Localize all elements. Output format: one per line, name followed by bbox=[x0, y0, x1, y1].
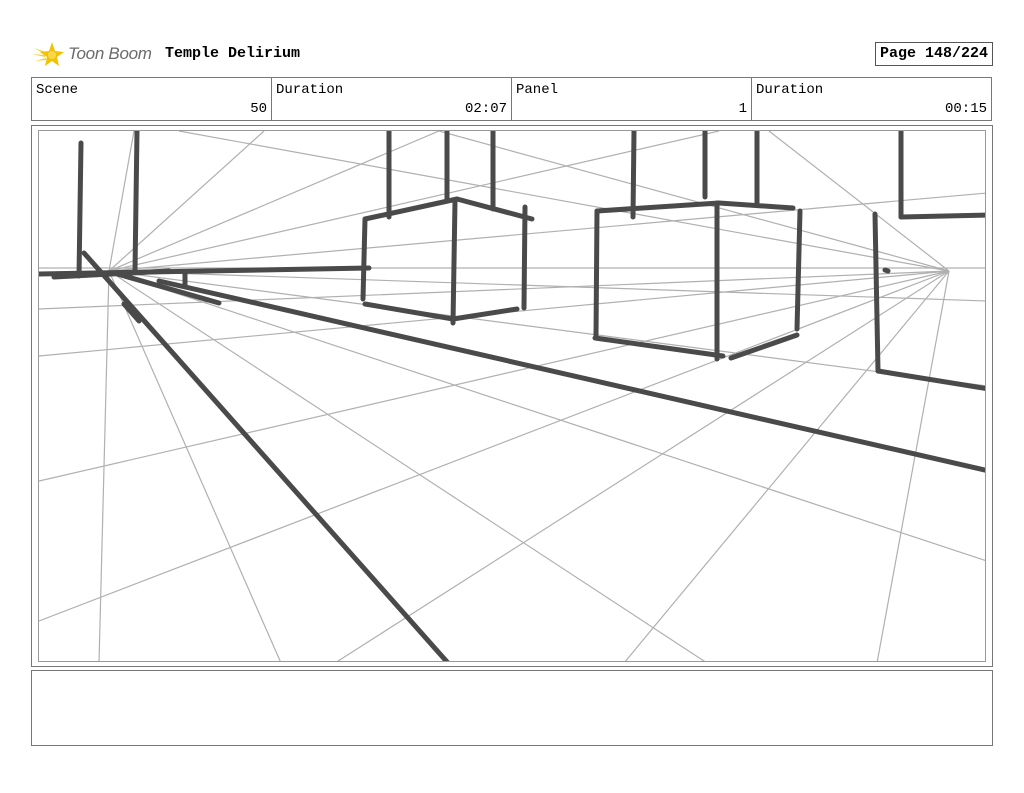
notes-box bbox=[31, 670, 993, 746]
perspective-guide-lines bbox=[39, 131, 985, 661]
scene-duration-value: 02:07 bbox=[464, 101, 507, 117]
scene-value: 50 bbox=[250, 101, 267, 117]
ink-strokes bbox=[39, 131, 985, 661]
toon-boom-logo: Toon Boom bbox=[32, 38, 152, 70]
panel-info-row: Scene 50 Duration 02:07 Panel 1 Duration… bbox=[31, 77, 992, 121]
panel-cell: Panel 1 bbox=[512, 78, 752, 120]
project-title: Temple Delirium bbox=[165, 45, 301, 62]
perspective-sketch bbox=[39, 131, 985, 661]
storyboard-panel-frame bbox=[31, 125, 993, 667]
star-burst-icon bbox=[32, 42, 64, 66]
logo-text: Toon Boom bbox=[68, 44, 152, 63]
panel-duration-label: Duration bbox=[756, 82, 824, 98]
scene-duration-label: Duration bbox=[276, 82, 344, 98]
scene-label: Scene bbox=[36, 82, 79, 98]
storyboard-panel-image bbox=[38, 130, 986, 662]
page-header: Toon Boom Temple Delirium Page 148/224 bbox=[32, 38, 993, 70]
panel-label: Panel bbox=[516, 82, 559, 98]
page-number: Page 148/224 bbox=[874, 42, 993, 66]
scene-duration-cell: Duration 02:07 bbox=[272, 78, 512, 120]
panel-value: 1 bbox=[738, 101, 747, 117]
scene-cell: Scene 50 bbox=[32, 78, 272, 120]
panel-duration-cell: Duration 00:15 bbox=[752, 78, 991, 120]
panel-duration-value: 00:15 bbox=[944, 101, 987, 117]
